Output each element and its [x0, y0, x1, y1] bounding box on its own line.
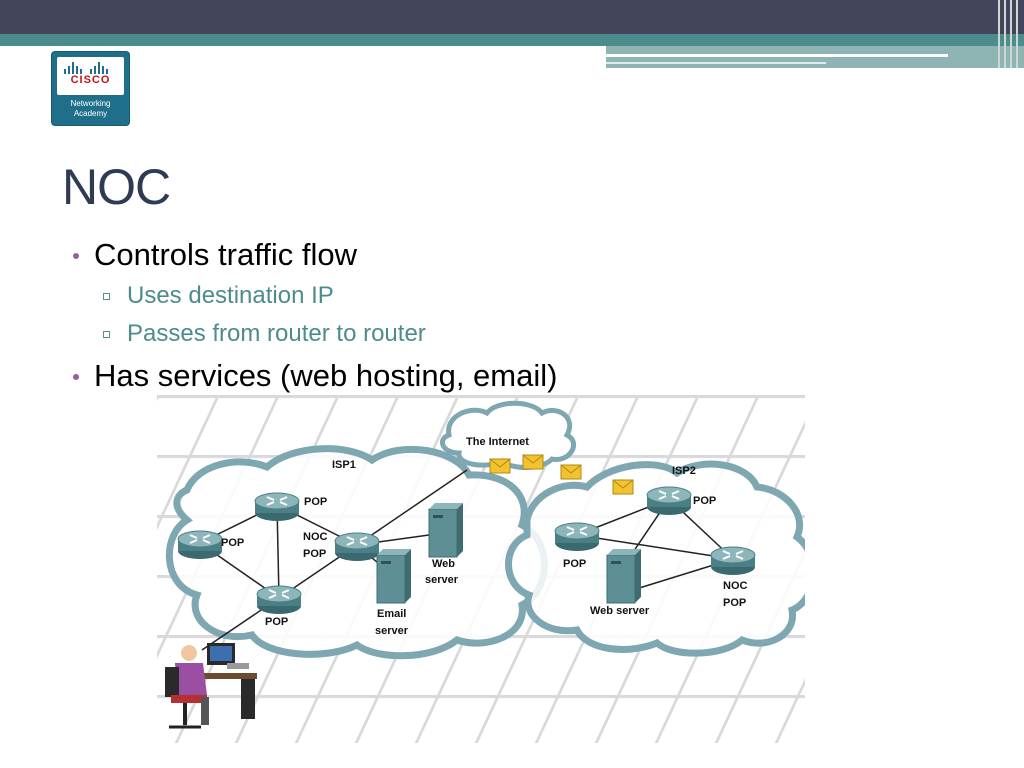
isp2-cloud	[505, 460, 805, 657]
isp2-noc-label-1: NOC	[723, 580, 748, 592]
header-accent-line	[606, 54, 948, 57]
bullet-dot	[73, 374, 79, 380]
isp1-web-label-2: server	[425, 574, 459, 586]
sub-bullet-1: Uses destination IP	[127, 282, 334, 309]
isp1-pop-top-label: POP	[304, 496, 327, 508]
internet-label: The Internet	[466, 436, 529, 448]
logo-subtitle: Networking Academy	[52, 99, 129, 119]
router-icon	[334, 532, 380, 562]
user-workstation-icon	[165, 643, 257, 729]
isp2-pop-top-label: POP	[693, 495, 716, 507]
isp1-pop-left-label: POP	[221, 537, 244, 549]
slide-title: NOC	[62, 159, 171, 215]
isp2-label: ISP2	[672, 465, 696, 477]
isp2-noc-label-2: POP	[723, 597, 746, 609]
cisco-networking-academy-logo: CISCO Networking Academy	[51, 51, 130, 126]
isp2-pop-left-label: POP	[563, 558, 586, 570]
header-stripes	[994, 0, 1024, 68]
router-icon	[177, 530, 223, 560]
bullet-1: Controls traffic flow	[94, 237, 358, 272]
header-accent-line	[606, 62, 826, 64]
header-accent-band	[606, 46, 1024, 68]
sub-bullet-square	[103, 293, 110, 300]
isp1-web-label-1: Web	[432, 558, 455, 570]
isp1-email-label-2: server	[375, 625, 409, 637]
isp1-label: ISP1	[332, 459, 356, 471]
isp2-web-label: Web server	[590, 605, 650, 617]
email-envelope-icon	[612, 479, 634, 495]
web-server-icon	[606, 548, 642, 604]
network-diagram: The Internet ISP1 POP POP POP NOC POP We…	[157, 395, 805, 743]
email-server-icon	[376, 548, 412, 604]
web-server-icon	[428, 502, 464, 558]
logo-brand: CISCO	[70, 74, 111, 86]
logo-subtitle-line2: Academy	[73, 109, 108, 118]
header-teal-band	[0, 34, 1024, 46]
router-icon	[646, 486, 692, 516]
router-icon	[254, 492, 300, 522]
header-bar	[0, 0, 1024, 34]
email-envelope-icon	[522, 454, 544, 470]
router-icon	[710, 546, 756, 576]
isp1-noc-label-2: POP	[303, 548, 326, 560]
isp1-noc-label-1: NOC	[303, 531, 328, 543]
logo-subtitle-line1: Networking	[70, 99, 111, 108]
internet-cloud	[439, 400, 576, 470]
bullet-2: Has services (web hosting, email)	[94, 358, 558, 393]
router-icon	[554, 522, 600, 552]
bullet-dot	[73, 253, 79, 259]
isp1-pop-bottom-label: POP	[265, 616, 288, 628]
logo-panel	[57, 57, 124, 95]
cisco-bars-icon	[64, 62, 118, 74]
sub-bullet-square	[103, 331, 110, 338]
email-envelope-icon	[489, 458, 511, 474]
isp1-email-label-1: Email	[377, 608, 406, 620]
sub-bullet-2: Passes from router to router	[127, 320, 426, 347]
router-icon	[256, 585, 302, 615]
email-envelope-icon	[560, 464, 582, 480]
